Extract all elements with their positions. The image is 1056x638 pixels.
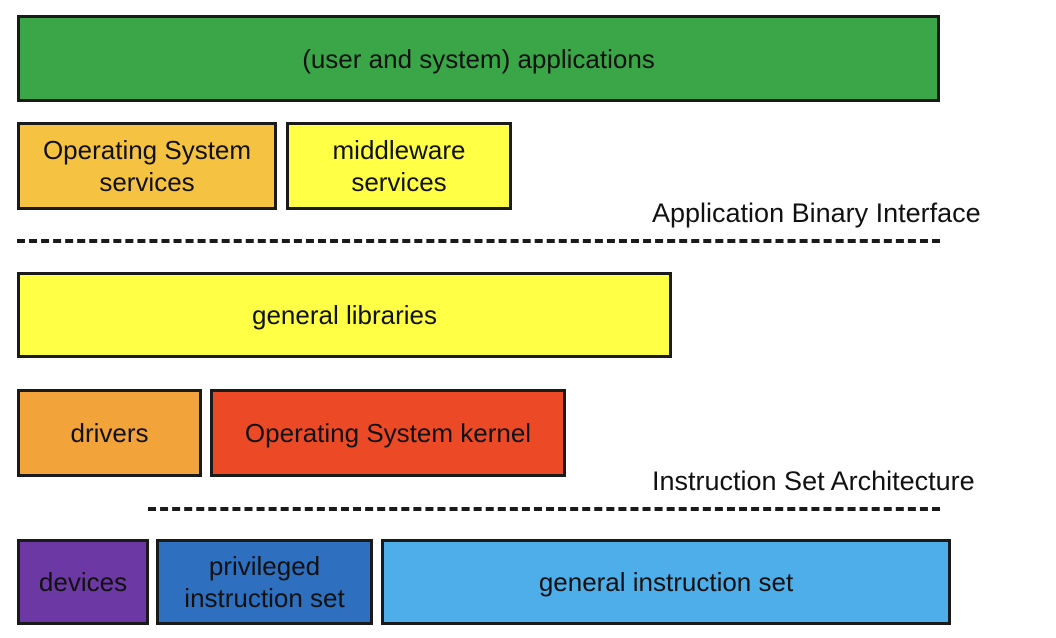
isa-label: Instruction Set Architecture xyxy=(652,466,975,496)
devices-layer: devices xyxy=(17,539,149,625)
middleware-services-label: middleware services xyxy=(332,135,466,197)
os-kernel-label: Operating System kernel xyxy=(244,418,532,448)
general-instruction-set-label: general instruction set xyxy=(538,567,794,597)
abi-divider xyxy=(17,239,940,243)
general-instruction-set-layer: general instruction set xyxy=(381,539,951,625)
devices-label: devices xyxy=(38,567,128,597)
general-libraries-label: general libraries xyxy=(252,300,437,330)
privileged-instruction-set-label: privileged instruction set xyxy=(184,551,345,613)
os-services-label: Operating System services xyxy=(42,135,252,197)
middleware-services-layer: middleware services xyxy=(286,122,512,210)
applications-layer: (user and system) applications xyxy=(17,15,940,102)
general-libraries-layer: general libraries xyxy=(17,272,672,358)
privileged-instruction-set-layer: privileged instruction set xyxy=(156,539,373,625)
os-kernel-layer: Operating System kernel xyxy=(210,389,566,477)
applications-label: (user and system) applications xyxy=(302,43,655,74)
os-services-layer: Operating System services xyxy=(17,122,277,210)
drivers-label: drivers xyxy=(70,418,149,448)
drivers-layer: drivers xyxy=(17,389,202,477)
isa-divider xyxy=(148,507,940,511)
abi-label: Application Binary Interface xyxy=(652,198,981,228)
